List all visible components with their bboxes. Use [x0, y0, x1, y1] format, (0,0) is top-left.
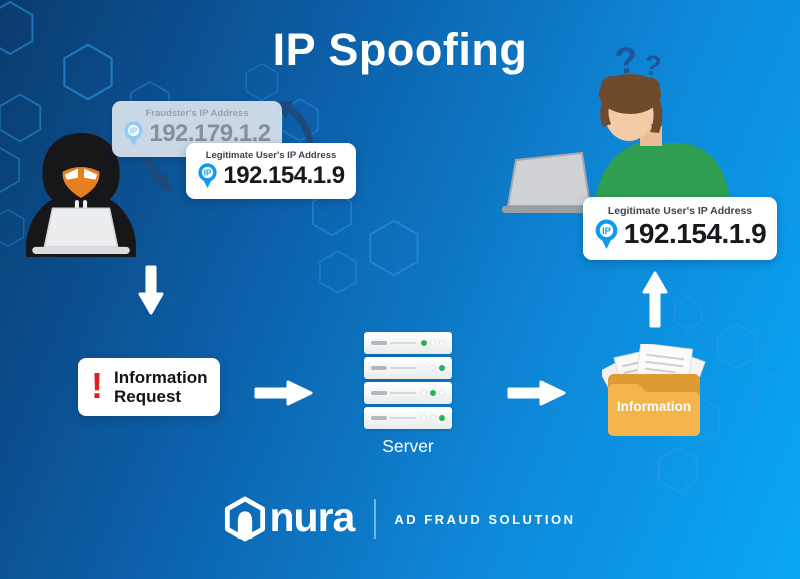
information-folder-icon — [602, 344, 706, 436]
arrow-right-2-icon — [507, 380, 566, 406]
legit-ip-label-right: Legitimate User's IP Address — [607, 205, 753, 217]
swap-arrow-up-icon — [270, 101, 314, 147]
svg-text:IP: IP — [602, 225, 611, 235]
hacker-eye-left — [64, 168, 78, 180]
ip-pin-icon: IP — [595, 219, 618, 249]
information-request-card: ! Information Request — [78, 358, 220, 416]
user-laptop-base — [502, 206, 594, 213]
footer-brand-bar: nura AD FRAUD SOLUTION — [0, 493, 800, 542]
legit-ip-value-left: 192.154.1.9 — [223, 162, 345, 189]
page-title: IP Spoofing — [272, 24, 528, 75]
brand-tagline: AD FRAUD SOLUTION — [394, 511, 576, 527]
ip-pin-faded-icon: IP — [124, 121, 143, 147]
server-unit — [364, 332, 452, 354]
arrow-right-1-icon — [254, 380, 313, 406]
legit-ip-card-left: Legitimate User's IP Address IP 192.154.… — [186, 143, 356, 199]
svg-text:IP: IP — [204, 169, 211, 178]
folder-label: Information — [616, 399, 692, 414]
hacker-laptop-base — [32, 246, 130, 254]
footer-divider — [374, 499, 377, 539]
hacker-figure — [26, 133, 136, 257]
server-label: Server — [382, 436, 434, 456]
hacker-laptop-screen — [43, 207, 119, 248]
legit-ip-card-right: Legitimate User's IP Address IP 192.154.… — [583, 197, 777, 260]
arrow-up-icon — [642, 271, 668, 328]
information-request-label: Information Request — [114, 367, 208, 406]
anura-logo: nura — [224, 493, 355, 542]
server-unit — [364, 357, 452, 379]
server-icon — [364, 332, 452, 432]
svg-text:IP: IP — [130, 127, 137, 136]
anura-logo-icon — [225, 496, 266, 542]
fraudster-ip-label: Fraudster's IP Address — [145, 108, 249, 119]
user-hair — [599, 74, 663, 133]
alert-exclamation-icon: ! — [91, 364, 103, 406]
server-unit — [364, 407, 452, 429]
arrow-down-icon — [138, 265, 164, 315]
hacker-eye-right — [84, 168, 98, 180]
brand-text: nura — [269, 493, 355, 540]
user-laptop-screen — [506, 151, 592, 207]
hacker-hood — [42, 133, 120, 201]
question-mark-icon: ? — [612, 38, 640, 83]
legit-ip-value-right: 192.154.1.9 — [623, 218, 767, 249]
server-unit — [364, 382, 452, 404]
ip-pin-icon: IP — [198, 163, 217, 189]
fraudster-ip-value: 192.179.1.2 — [149, 120, 271, 147]
legit-ip-label-left: Legitimate User's IP Address — [205, 150, 337, 161]
